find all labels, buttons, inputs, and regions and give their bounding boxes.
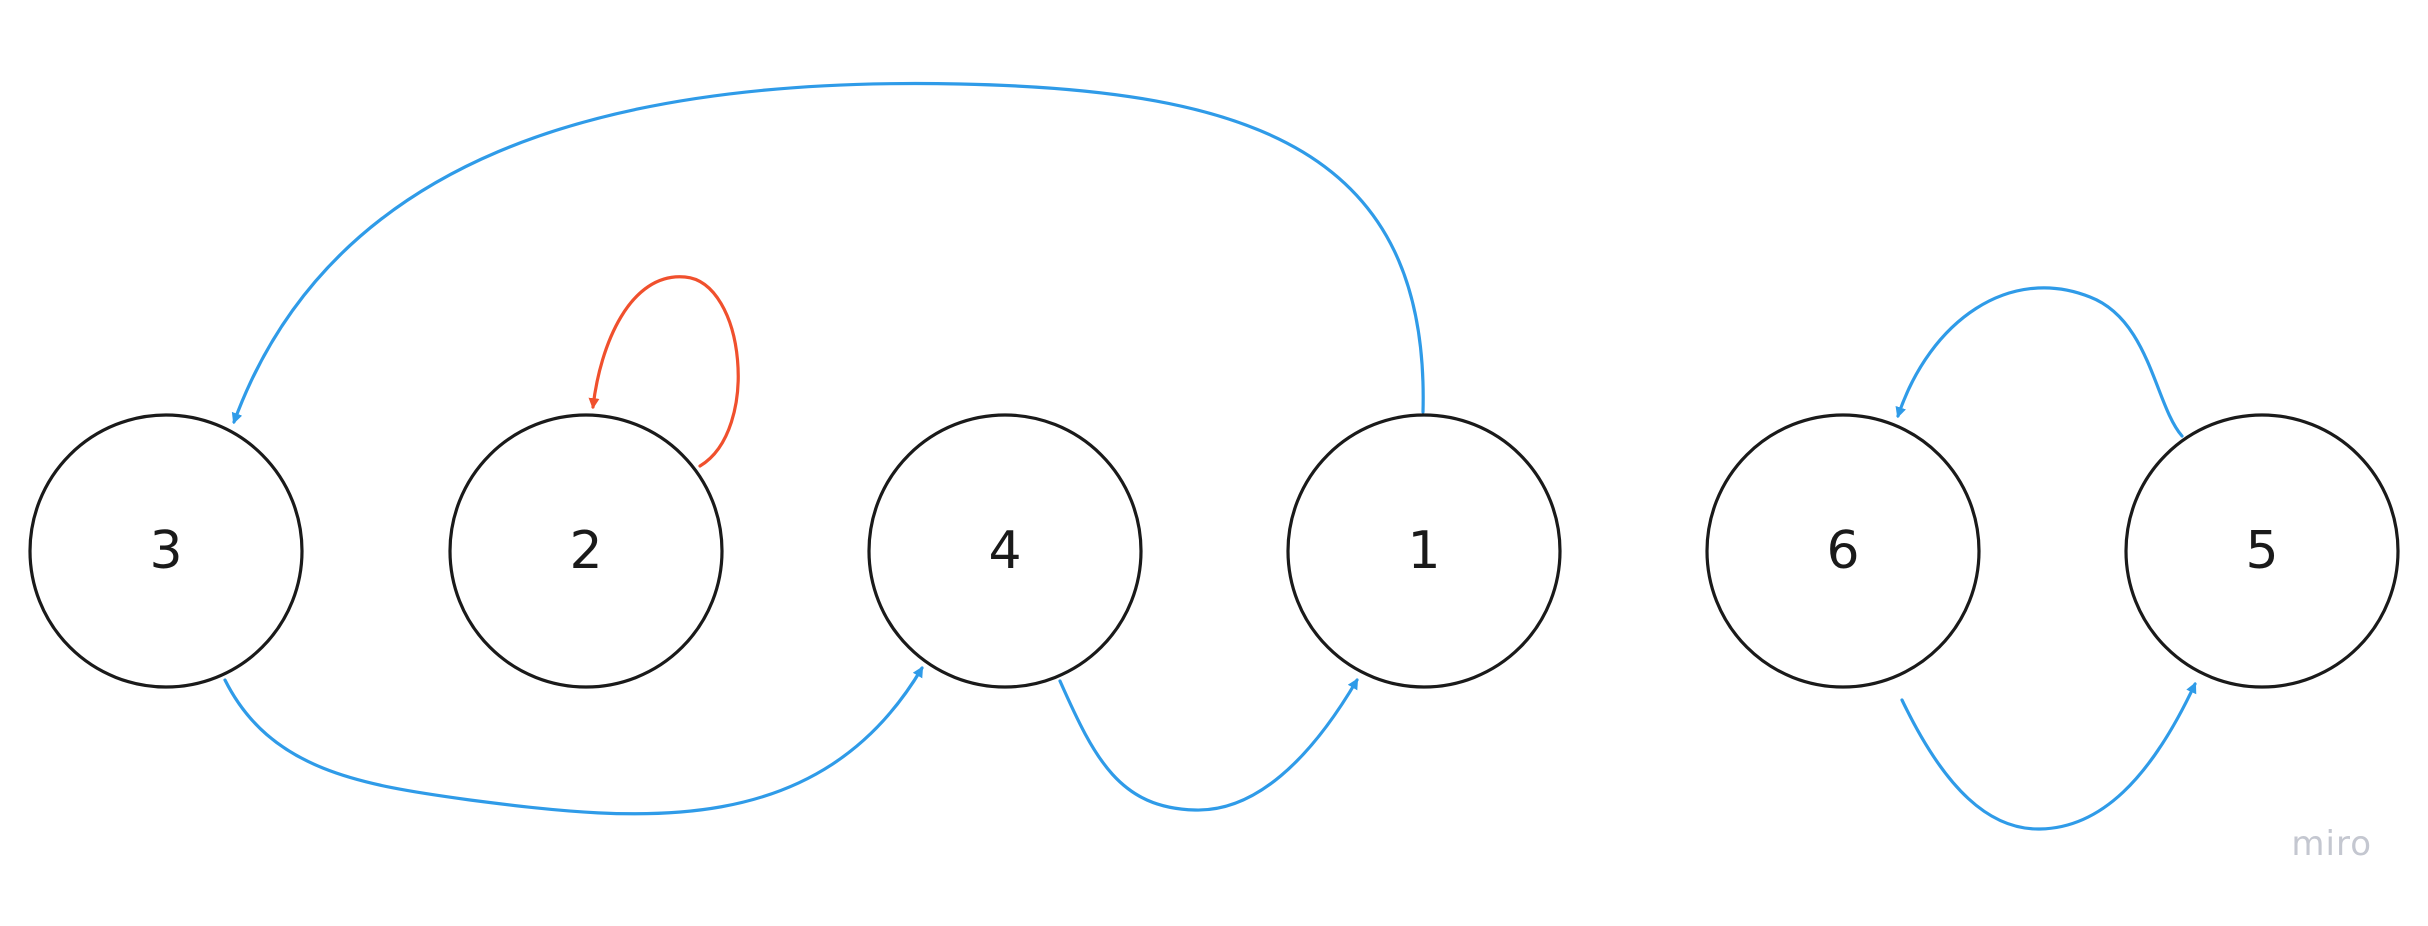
node-1[interactable]: 1 [1286, 413, 1562, 689]
edge-4-to-1 [1058, 678, 1359, 812]
miro-logo: miro [2291, 824, 2372, 864]
node-6[interactable]: 6 [1705, 413, 1981, 689]
edge-5-to-6 [1895, 286, 2184, 438]
edge-6-to-5 [1900, 682, 2197, 831]
edge-2-self-loop [588, 275, 740, 468]
edges-layer [223, 81, 2197, 831]
node-2-label: 2 [569, 521, 602, 581]
nodes-layer: 3 2 4 1 6 5 [28, 413, 2400, 689]
node-4[interactable]: 4 [867, 413, 1143, 689]
node-6-label: 6 [1826, 521, 1859, 581]
edge-1-to-3 [231, 81, 1425, 425]
edge-3-to-4 [223, 666, 924, 816]
node-4-label: 4 [988, 521, 1021, 581]
node-1-label: 1 [1407, 521, 1440, 581]
node-5[interactable]: 5 [2124, 413, 2400, 689]
node-5-label: 5 [2245, 521, 2278, 581]
node-3-label: 3 [149, 521, 182, 581]
node-3[interactable]: 3 [28, 413, 304, 689]
node-2[interactable]: 2 [448, 413, 724, 689]
